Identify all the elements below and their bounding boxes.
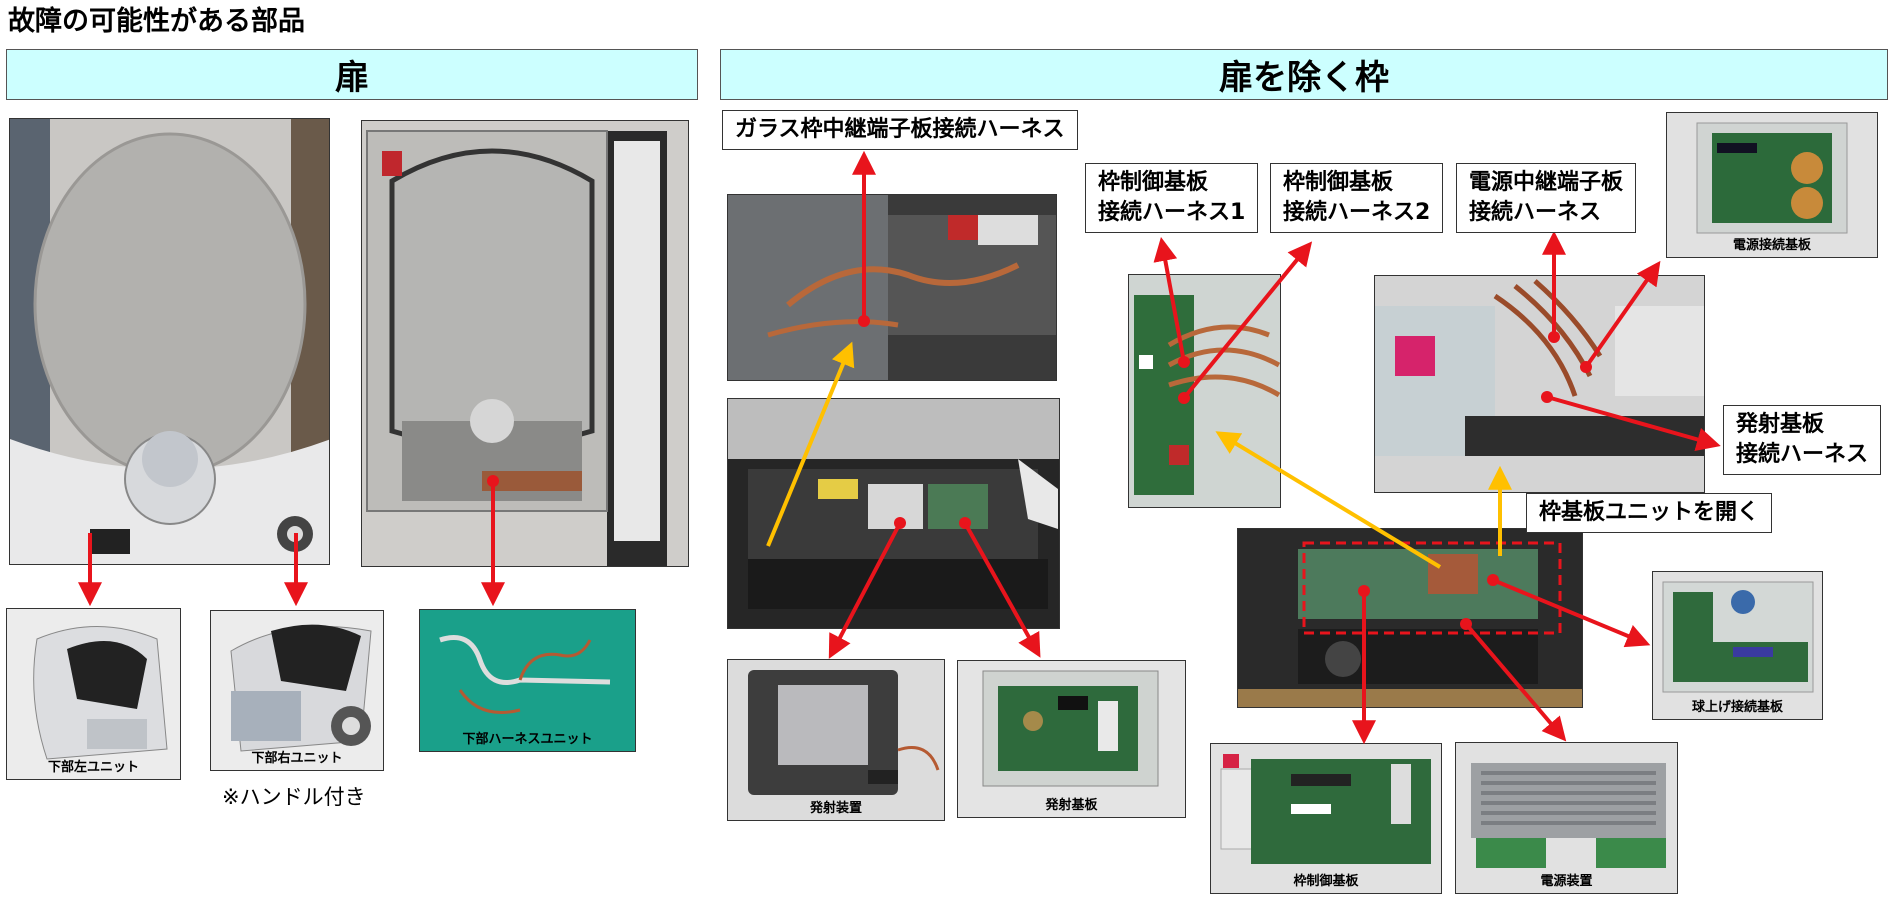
lower-harness-unit-illustration [420,610,635,751]
frame-bottom-photo [727,398,1060,629]
power-relay-harness-line1: 電源中継端子板 [1469,170,1624,195]
control-harness2-line1: 枠制御基板 [1283,170,1394,195]
frame-control-harness-illustration [1129,275,1280,507]
door-back-illustration [362,121,688,566]
power-connection-board-photo: 電源接続基板 [1666,112,1878,258]
launcher-photo: 発射装置 [727,659,945,821]
door-back-photo [361,120,689,567]
launch-board-caption: 発射基板 [1045,798,1098,813]
frame-board-unit-illustration [1238,529,1582,707]
launch-board-illustration [982,670,1159,787]
launch-board-harness-line2: 接続ハーネス [1736,442,1869,467]
power-relay-harness-line2: 接続ハーネス [1469,200,1602,225]
control-harness2-label: 枠制御基板 接続ハーネス2 [1270,163,1444,233]
lower-right-unit-photo: 下部右ユニット [210,610,384,771]
frame-bottom-illustration [728,399,1059,628]
power-supply-illustration [1471,763,1666,868]
ball-lift-board-photo: 球上げ接続基板 [1652,571,1823,720]
power-connection-board-illustration [1696,122,1848,234]
open-unit-label: 枠基板ユニットを開く [1526,493,1773,533]
lower-right-unit-caption: 下部右ユニット [251,751,343,766]
lower-left-unit-caption: 下部左ユニット [47,760,139,775]
launch-board-harness-line1: 発射基板 [1736,412,1825,437]
glass-frame-harness-illustration [728,195,1056,380]
lower-left-unit-photo: 下部左ユニット [6,608,181,780]
frame-board-unit-photo [1237,528,1583,708]
glass-frame-harness-photo [727,194,1057,381]
power-supply-photo: 電源装置 [1455,742,1678,894]
launch-board-harness-label: 発射基板 接続ハーネス [1723,405,1882,475]
power-relay-harness-label: 電源中継端子板 接続ハーネス [1456,163,1637,233]
lower-harness-unit-photo: 下部ハーネスユニット [419,609,636,752]
control-harness2-line2: 接続ハーネス2 [1283,200,1431,225]
door-front-photo [9,118,330,565]
frame-control-board-caption: 枠制御基板 [1293,874,1359,889]
handle-note: ※ハンドル付き [222,785,366,809]
lower-right-unit-illustration [230,624,372,752]
power-connection-board-caption: 電源接続基板 [1732,238,1811,253]
power-supply-caption: 電源装置 [1540,874,1593,889]
door-section-header: 扉 [6,49,698,100]
frame-control-board-illustration [1220,754,1431,864]
power-relay-photo [1374,275,1705,493]
control-harness1-label: 枠制御基板 接続ハーネス1 [1085,163,1259,233]
glass-harness-label: ガラス枠中継端子板接続ハーネス [722,110,1078,150]
page-title: 故障の可能性がある部品 [8,6,305,37]
ball-lift-board-illustration [1662,581,1814,693]
launch-board-photo: 発射基板 [957,660,1186,818]
door-front-illustration [10,119,329,564]
lower-harness-unit-caption: 下部ハーネスユニット [462,732,593,747]
power-relay-illustration [1375,276,1704,492]
launcher-caption: 発射装置 [809,801,862,816]
frame-control-board-photo: 枠制御基板 [1210,743,1442,894]
control-harness1-line1: 枠制御基板 [1098,170,1209,195]
lower-left-unit-illustration [33,626,168,760]
launcher-illustration [748,670,940,795]
ball-lift-board-caption: 球上げ接続基板 [1691,700,1783,715]
control-harness1-line2: 接続ハーネス1 [1098,200,1246,225]
frame-control-harness-photo [1128,274,1281,508]
frame-section-header: 扉を除く枠 [720,49,1888,100]
